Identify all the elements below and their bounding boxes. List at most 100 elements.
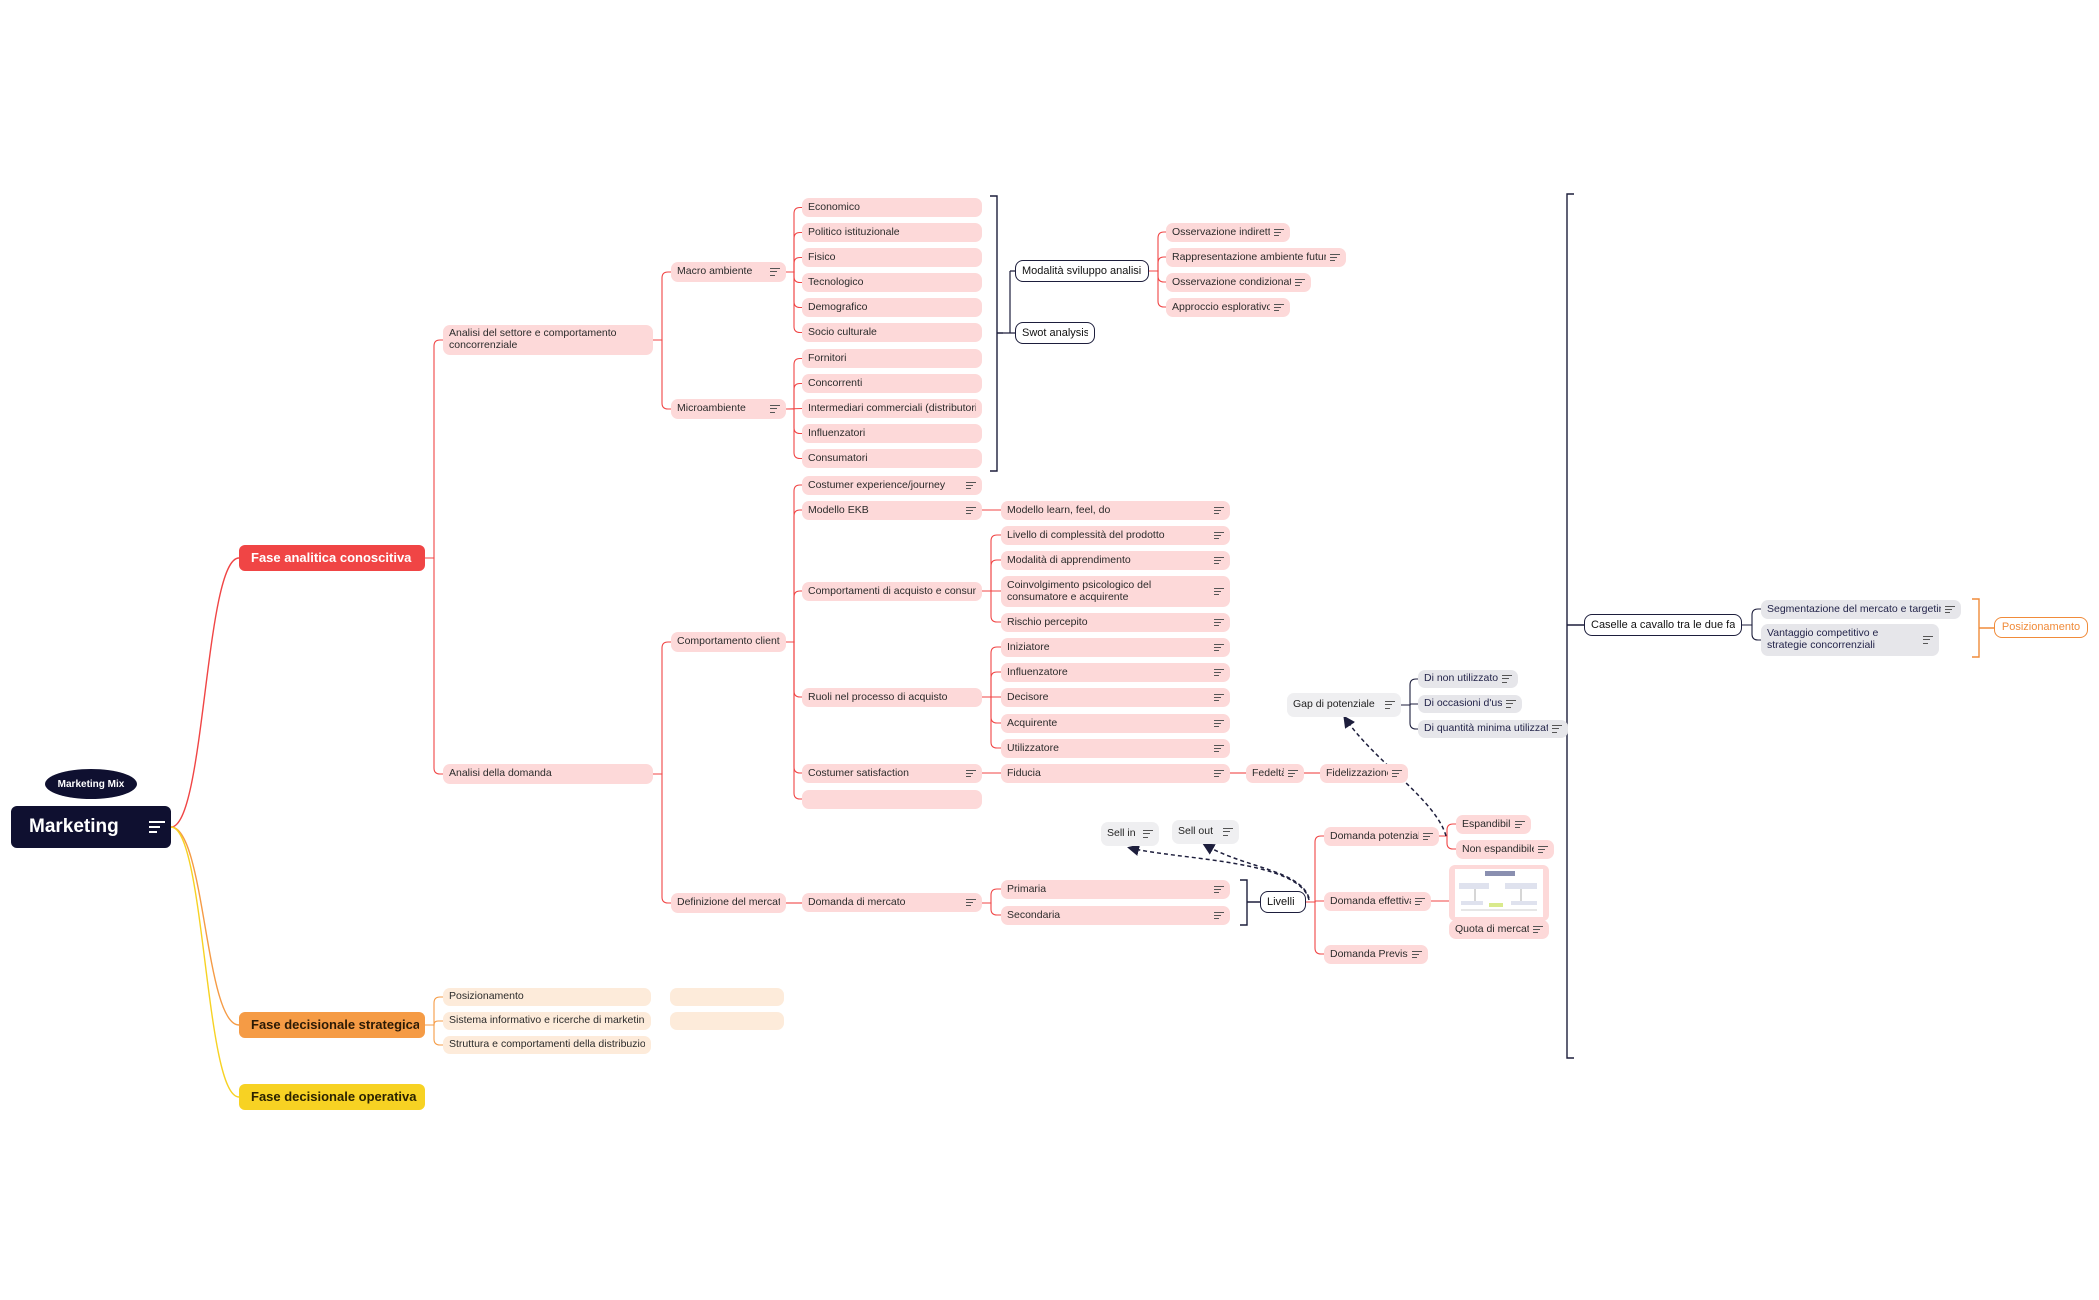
ruoli-item[interactable]: Iniziatore (1001, 638, 1230, 657)
topic-posizionamento[interactable]: Posizionamento (1994, 617, 2088, 638)
topic-non-espandibile[interactable]: Non espandibile (1456, 840, 1554, 859)
phase-operativa[interactable]: Fase decisionale operativa (239, 1084, 425, 1110)
phase-strategica[interactable]: Fase decisionale strategica (239, 1012, 425, 1038)
micro-item[interactable]: Influenzatori (802, 424, 982, 443)
topic-customer-experience[interactable]: Costumer experience/journey (802, 476, 982, 495)
quota-mercato-image[interactable] (1449, 865, 1549, 921)
modalita-item[interactable]: Osservazione condizionata (1166, 273, 1311, 292)
modalita-item[interactable]: Approccio esplorativo (1166, 298, 1290, 317)
notes-icon[interactable] (1214, 668, 1224, 677)
topic-sell-in[interactable]: Sell in (1101, 822, 1159, 846)
macro-item[interactable]: Politico istituzionale (802, 223, 982, 242)
notes-icon[interactable] (1506, 700, 1516, 708)
notes-icon[interactable] (966, 769, 976, 778)
topic-comportamenti-acquisto[interactable]: Comportamenti di acquisto e consumo (802, 582, 982, 601)
notes-icon[interactable] (1214, 744, 1224, 753)
topic-analisi-settore[interactable]: Analisi del settore e comportamento conc… (443, 325, 653, 355)
ruoli-item[interactable]: Utilizzatore (1001, 739, 1230, 758)
topic-modello-ekb[interactable]: Modello EKB (802, 501, 982, 520)
notes-icon[interactable] (770, 405, 780, 413)
notes-icon[interactable] (1392, 769, 1402, 778)
micro-item[interactable]: Intermediari commerciali (distributori) (802, 399, 982, 418)
strategica-empty-topic[interactable] (670, 988, 784, 1006)
notes-icon[interactable] (1214, 719, 1224, 728)
topic-analisi-domanda[interactable]: Analisi della domanda (443, 764, 653, 784)
strategica-empty-topic[interactable] (670, 1012, 784, 1030)
topic-ruoli-acquisto[interactable]: Ruoli nel processo di acquisto (802, 688, 982, 707)
notes-icon[interactable] (1143, 830, 1153, 838)
caselle-item[interactable]: Segmentazione del mercato e targeting (1761, 600, 1961, 619)
gap-item[interactable]: Di occasioni d'uso (1418, 695, 1522, 713)
topic-gap-potenziale[interactable]: Gap di potenziale (1287, 693, 1401, 717)
strategica-item[interactable]: Struttura e comportamenti della distribu… (443, 1036, 651, 1054)
acquisto-item[interactable]: Modalità di apprendimento (1001, 551, 1230, 570)
notes-icon[interactable] (1214, 643, 1224, 652)
phase-analitica[interactable]: Fase analitica conoscitiva (239, 545, 425, 571)
notes-icon[interactable] (1538, 845, 1548, 854)
topic-secondaria[interactable]: Secondaria (1001, 906, 1230, 925)
strategica-item[interactable]: Sistema informativo e ricerche di market… (443, 1012, 651, 1030)
notes-icon[interactable] (1214, 885, 1224, 894)
notes-icon[interactable] (1295, 278, 1305, 287)
notes-icon[interactable] (966, 481, 976, 490)
notes-icon[interactable] (1274, 303, 1284, 312)
notes-icon[interactable] (1385, 701, 1395, 709)
notes-icon[interactable] (770, 268, 780, 276)
acquisto-item[interactable]: Livello di complessità del prodotto (1001, 526, 1230, 545)
topic-microambiente[interactable]: Microambiente (671, 399, 786, 419)
notes-icon[interactable] (1223, 828, 1233, 836)
topic-primaria[interactable]: Primaria (1001, 880, 1230, 899)
notes-icon[interactable] (1214, 531, 1224, 540)
macro-item[interactable]: Demografico (802, 298, 982, 317)
macro-item[interactable]: Tecnologico (802, 273, 982, 292)
acquisto-item[interactable]: Coinvolgimento psicologico del consumato… (1001, 576, 1230, 607)
ruoli-item[interactable]: Acquirente (1001, 714, 1230, 733)
modalita-item[interactable]: Rappresentazione ambiente futuro (1166, 248, 1346, 267)
notes-icon[interactable] (1423, 832, 1433, 841)
topic-fedelta[interactable]: Fedeltà (1246, 764, 1304, 783)
notes-icon[interactable] (1214, 911, 1224, 920)
notes-icon[interactable] (149, 821, 165, 833)
notes-icon[interactable] (1214, 618, 1224, 627)
micro-item[interactable]: Concorrenti (802, 374, 982, 393)
notes-icon[interactable] (1330, 253, 1340, 262)
topic-domanda-prevista[interactable]: Domanda Prevista (1324, 945, 1428, 964)
topic-livelli[interactable]: Livelli (1260, 891, 1306, 913)
notes-icon[interactable] (966, 506, 976, 515)
notes-icon[interactable] (1923, 636, 1933, 644)
notes-icon[interactable] (1214, 693, 1224, 702)
topic-empty[interactable] (802, 790, 982, 809)
macro-item[interactable]: Socio culturale (802, 323, 982, 342)
notes-icon[interactable] (1274, 228, 1284, 237)
marketing-mix-badge[interactable]: Marketing Mix (45, 769, 137, 799)
topic-modello-learn[interactable]: Modello learn, feel, do (1001, 501, 1230, 520)
modalita-item[interactable]: Osservazione indiretta (1166, 223, 1290, 242)
notes-icon[interactable] (1214, 769, 1224, 778)
notes-icon[interactable] (1945, 605, 1955, 614)
topic-quota-mercato[interactable]: Quota di mercato (1449, 920, 1549, 939)
topic-fidelizzazione[interactable]: Fidelizzazione (1320, 764, 1408, 783)
topic-domanda-mercato[interactable]: Domanda di mercato (802, 893, 982, 912)
notes-icon[interactable] (1214, 556, 1224, 565)
gap-item[interactable]: Di quantità minima utilizzata (1418, 720, 1568, 738)
topic-customer-satisfaction[interactable]: Costumer satisfaction (802, 764, 982, 783)
notes-icon[interactable] (1288, 769, 1298, 778)
root-topic-marketing[interactable]: Marketing (11, 806, 171, 848)
strategica-item[interactable]: Posizionamento (443, 988, 651, 1006)
topic-swot[interactable]: Swot analysis (1015, 322, 1095, 344)
ruoli-item[interactable]: Influenzatore (1001, 663, 1230, 682)
notes-icon[interactable] (1515, 820, 1525, 829)
topic-domanda-effettiva[interactable]: Domanda effettiva (1324, 892, 1431, 911)
notes-icon[interactable] (1415, 897, 1425, 906)
ruoli-item[interactable]: Decisore (1001, 688, 1230, 707)
topic-comportamento-cliente[interactable]: Comportamento cliente (671, 632, 786, 652)
micro-item[interactable]: Fornitori (802, 349, 982, 368)
notes-icon[interactable] (1412, 950, 1422, 959)
topic-sell-out[interactable]: Sell out (1172, 820, 1239, 844)
topic-fiducia[interactable]: Fiducia (1001, 764, 1230, 783)
notes-icon[interactable] (1214, 506, 1224, 515)
topic-caselle[interactable]: Caselle a cavallo tra le due fasi (1584, 614, 1742, 636)
topic-domanda-potenziale[interactable]: Domanda potenziale (1324, 827, 1439, 846)
topic-espandibile[interactable]: Espandibile (1456, 815, 1531, 834)
